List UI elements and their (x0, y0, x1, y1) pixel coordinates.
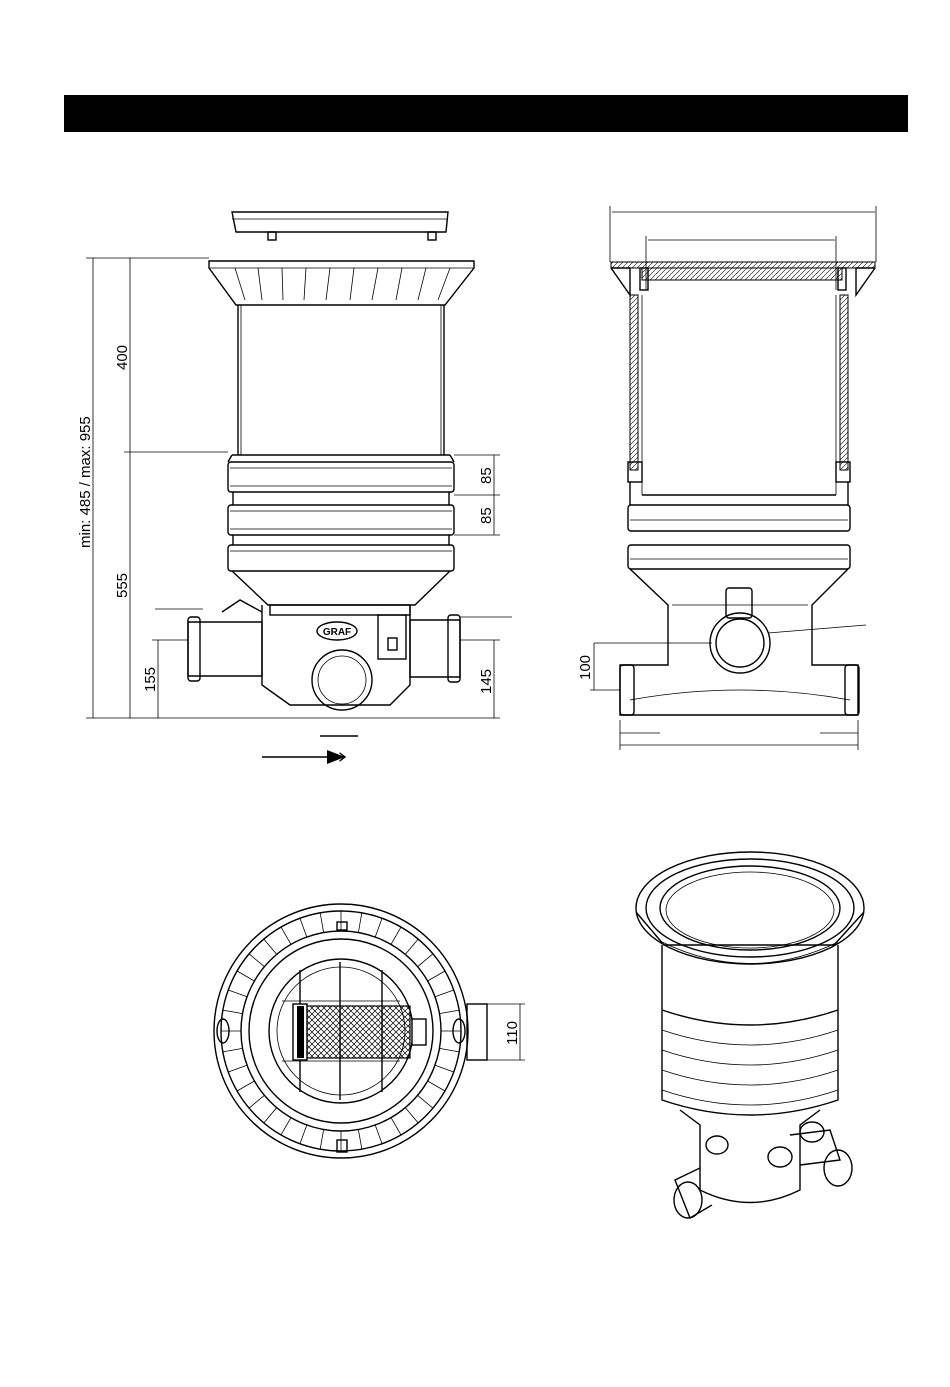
rim-segment (375, 1125, 382, 1144)
front-elevation-view: GRAF min: 485 / max: 955 400 555 8 (77, 212, 512, 764)
rim-segment (249, 1095, 264, 1108)
dim-ring-2: 85 (478, 507, 495, 524)
rim-segment (249, 954, 264, 967)
rim-segment (418, 1095, 433, 1108)
dim-outlet-height: 145 (478, 669, 495, 694)
rim-segment (228, 990, 247, 997)
brand-logo: GRAF (323, 627, 351, 638)
dim-inlet-height: 155 (142, 667, 159, 692)
rim-segment (428, 971, 445, 981)
rim-segment (418, 954, 433, 967)
dim-pipe-diameter: 110 (504, 1021, 521, 1045)
rim-segment (320, 1129, 323, 1149)
rim-segment (223, 1010, 243, 1013)
rim-segment (405, 939, 418, 954)
rim-segment (228, 1065, 247, 1072)
rim-segment (405, 1108, 418, 1123)
dim-upper-section: 400 (114, 345, 131, 370)
rim-segment (439, 1010, 459, 1013)
rim-segment (264, 939, 277, 954)
dim-total-height: min: 485 / max: 955 (77, 416, 94, 548)
rim-segment (237, 1081, 254, 1091)
rim-segment (237, 971, 254, 981)
isometric-view (636, 852, 864, 1218)
rim-segment (300, 1125, 307, 1144)
rim-segment (281, 927, 291, 944)
rim-segment (375, 918, 382, 937)
rim-segment (435, 990, 454, 997)
rim-segment (391, 927, 401, 944)
rim-segment (358, 1129, 361, 1149)
rim-segment (358, 913, 361, 933)
rim-segment (281, 1118, 291, 1135)
rim-segment (300, 918, 307, 937)
dim-ring-1: 85 (478, 467, 495, 484)
dim-side-pipe-height: 100 (577, 655, 594, 680)
rim-segment (439, 1048, 459, 1051)
rim-segment (428, 1081, 445, 1091)
rim-segment (320, 913, 323, 933)
rim-segment (264, 1108, 277, 1123)
rim-segment (435, 1065, 454, 1072)
dim-lower-section: 555 (114, 573, 131, 598)
rim-segment (223, 1048, 243, 1051)
rim-segment (391, 1118, 401, 1135)
section-view: 100 (577, 206, 876, 750)
top-view: 110 (214, 904, 525, 1158)
